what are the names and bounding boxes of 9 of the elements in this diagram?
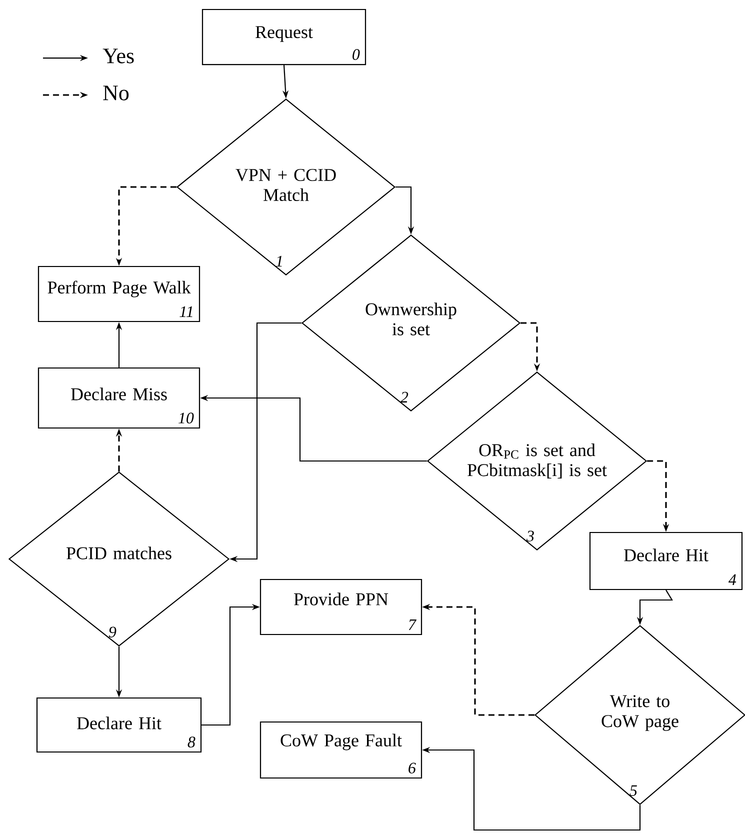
process-box: CoW Page Fault 6 <box>260 721 422 779</box>
process-box: Provide PPN 7 <box>260 578 422 636</box>
process-box: Perform Page Walk 11 <box>38 266 200 322</box>
process-box: Request 0 <box>202 8 366 66</box>
process-box: Declare Hit 8 <box>36 697 202 753</box>
legend-label: No <box>103 86 129 100</box>
legend-label: Yes <box>102 48 134 64</box>
process-box: Declare Miss 10 <box>38 367 200 429</box>
process-box: Declare Hit 4 <box>589 532 743 590</box>
